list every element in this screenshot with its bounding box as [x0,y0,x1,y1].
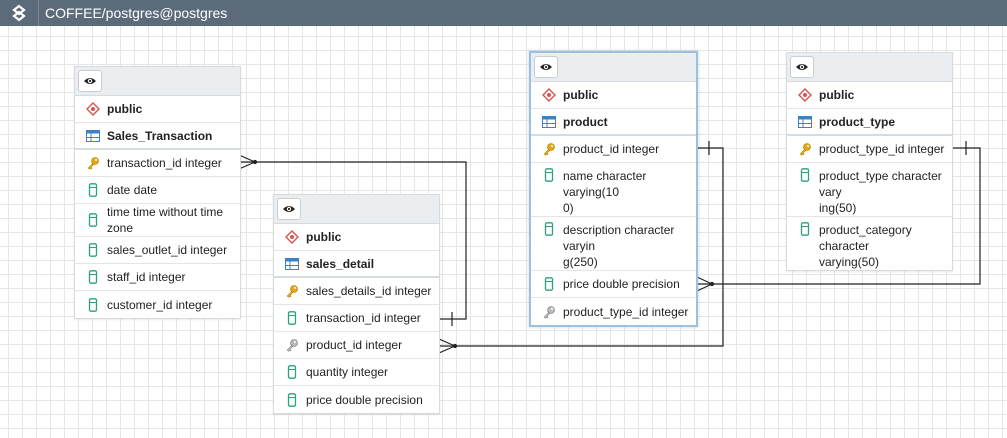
table-product[interactable]: public product product_id integer name char… [529,51,698,327]
erd-toolbar: COFFEE/postgres@postgres [0,0,1007,26]
table-name: Sales_Transaction [107,128,213,143]
table-product-type[interactable]: public product_type product_type_id intege… [786,52,953,271]
column-row[interactable]: product_type_id integer [787,136,952,163]
table-name: product_type [819,114,896,129]
column-label: transaction_id integer [306,311,421,325]
table-name-row: sales_detail [274,251,439,278]
column-icon [85,270,101,284]
column-row[interactable]: staff_id integer [75,264,240,291]
schema-name: public [107,102,143,116]
table-header [274,195,439,224]
toggle-details-eye-icon[interactable] [534,56,558,78]
column-icon [797,222,813,236]
column-row[interactable]: product_type_id integer [531,298,696,325]
column-icon [284,392,300,407]
column-label: quantity integer [306,365,389,379]
table-name-row: Sales_Transaction [75,123,240,150]
table-name-row: product [531,109,696,136]
column-row[interactable]: time time without time zone [75,204,240,237]
schema-icon [284,230,300,244]
column-label: date date [107,183,158,197]
column-row[interactable]: description character varyin g(250) [531,217,696,271]
column-icon [284,311,300,325]
foreign-key-icon [284,338,300,352]
table-header [531,53,696,82]
table-name: product [563,114,608,129]
primary-key-icon [284,284,300,298]
table-icon [797,115,813,128]
table-name: sales_detail [306,256,375,271]
schema-name: public [819,88,855,102]
column-label: product_id integer [306,338,403,352]
window-title: COFFEE/postgres@postgres [45,5,228,21]
column-row[interactable]: sales_details_id integer [274,278,439,305]
column-row[interactable]: price double precision [274,386,439,413]
column-row[interactable]: price double precision [531,271,696,298]
column-label: sales_outlet_id integer [107,243,228,257]
column-label: product_type character vary ing(50) [819,169,942,215]
column-icon [797,168,813,182]
primary-key-icon [85,156,101,170]
schema-row: public [531,82,696,109]
column-icon [85,297,101,312]
column-row[interactable]: sales_outlet_id integer [75,237,240,264]
primary-key-icon [541,142,557,156]
column-row[interactable]: date date [75,177,240,204]
column-label: customer_id integer [107,297,213,312]
column-row[interactable]: product_category character varying(50) [787,217,952,270]
column-label: time time without time zone [107,205,224,235]
schema-row: public [75,96,240,123]
column-row[interactable]: product_type character vary ing(50) [787,163,952,217]
column-row[interactable]: product_id integer [274,332,439,359]
primary-key-icon [797,142,813,156]
column-label: staff_id integer [107,270,186,284]
toggle-details-eye-icon[interactable] [790,56,814,78]
table-header [75,67,240,96]
column-row[interactable]: name character varying(10 0) [531,163,696,217]
table-sales-detail[interactable]: public sales_detail sales_details_id integ… [273,194,440,414]
column-icon [85,243,101,257]
schema-icon [85,102,101,116]
column-icon [85,183,101,197]
column-label: product_category character varying(50) [819,223,912,269]
table-name-row: product_type [787,109,952,136]
table-icon [541,115,557,128]
column-label: product_id integer [563,142,660,156]
schema-icon [541,88,557,102]
schema-row: public [274,224,439,251]
schema-name: public [306,230,342,244]
erd-link-icon[interactable] [0,0,39,26]
toggle-details-eye-icon[interactable] [78,70,102,92]
column-label: transaction_id integer [107,156,222,170]
column-row[interactable]: quantity integer [274,359,439,386]
column-label: product_type_id integer [819,142,945,156]
foreign-key-icon [541,305,557,319]
column-label: price double precision [563,277,680,291]
column-icon [541,222,557,236]
table-icon [85,129,101,142]
schema-row: public [787,82,952,109]
column-row[interactable]: product_id integer [531,136,696,163]
schema-name: public [563,88,599,102]
column-icon [541,277,557,291]
column-icon [284,365,300,379]
column-label: description character varyin g(250) [563,223,675,269]
column-icon [85,213,101,227]
column-row[interactable]: transaction_id integer [75,150,240,177]
column-icon [541,168,557,182]
column-row[interactable]: transaction_id integer [274,305,439,332]
column-row[interactable]: customer_id integer [75,291,240,318]
column-label: name character varying(10 0) [563,169,647,215]
toggle-details-eye-icon[interactable] [277,198,301,220]
column-label: price double precision [306,392,423,407]
table-icon [284,257,300,270]
schema-icon [797,88,813,102]
table-header [787,53,952,82]
column-label: product_type_id integer [563,304,689,319]
column-label: sales_details_id integer [306,284,432,298]
